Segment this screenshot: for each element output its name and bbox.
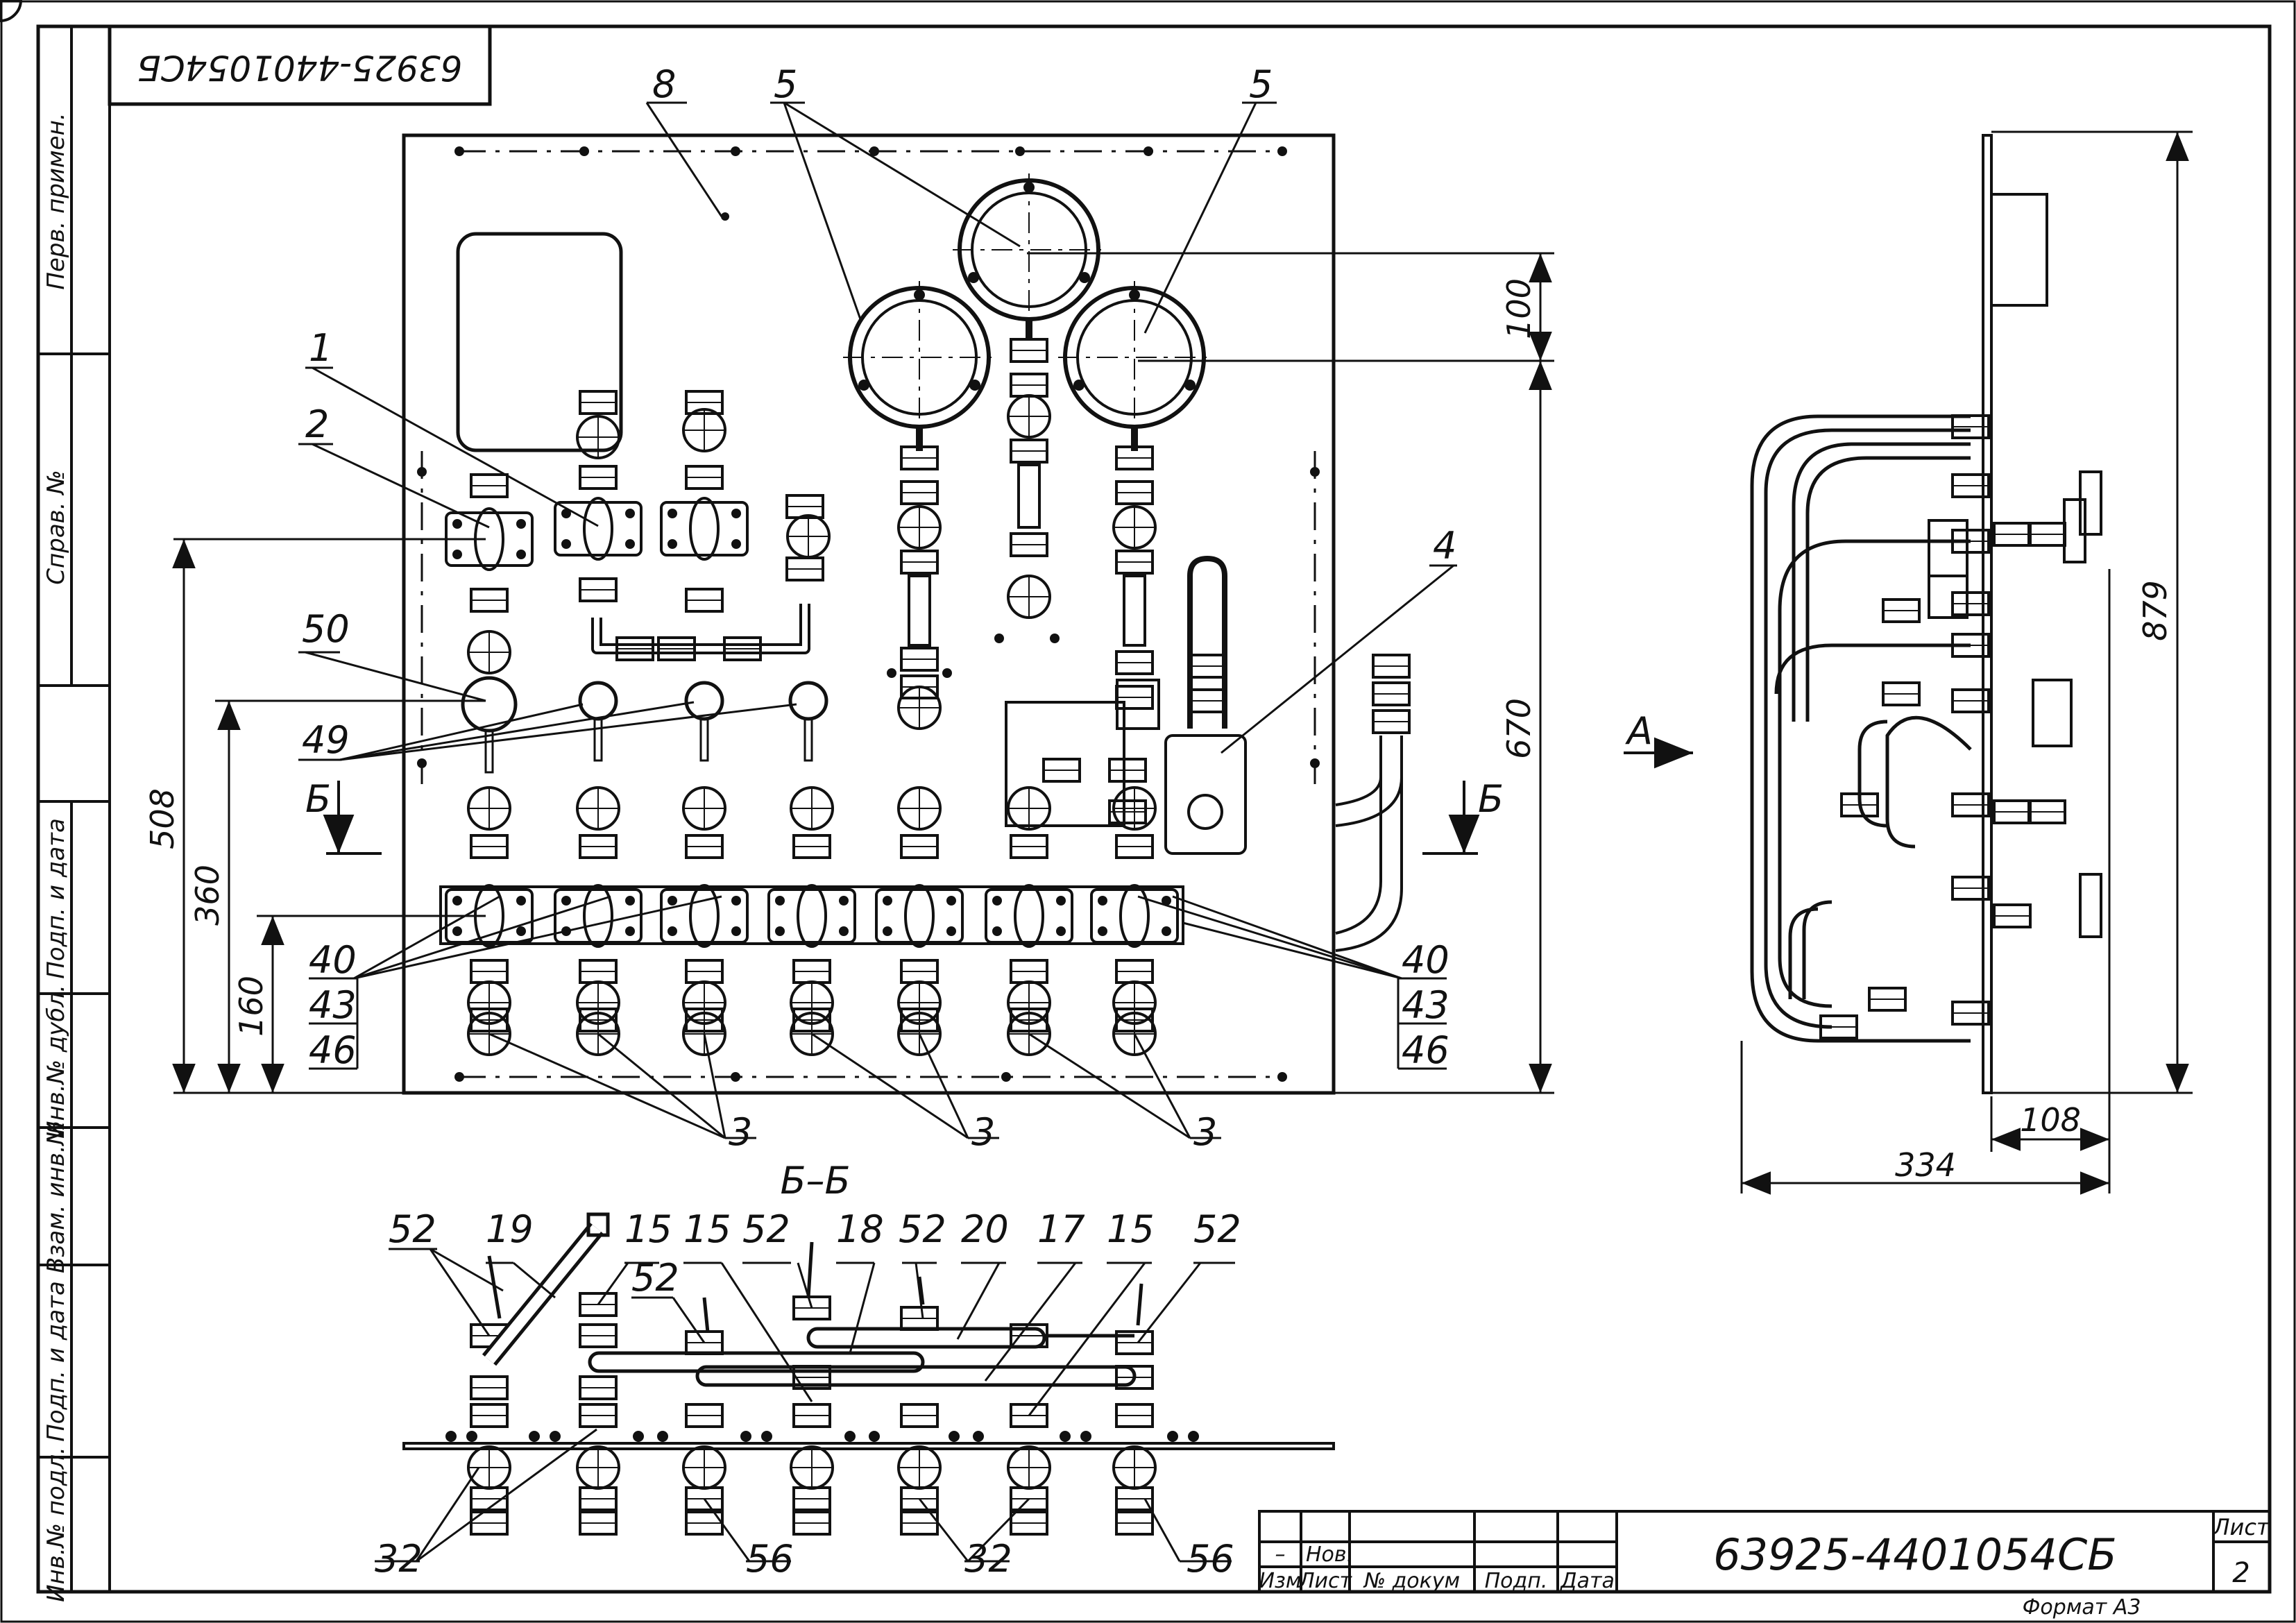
valve-block-4 bbox=[1005, 555, 1247, 855]
tb-col-podp: Подп. bbox=[1485, 1569, 1548, 1593]
stamp-label-inv-podl: Инв.№ подл. bbox=[42, 1447, 70, 1602]
revision-mark: – bbox=[1275, 1543, 1286, 1567]
sec-callout-20: 20 bbox=[961, 1207, 1009, 1251]
upper-valve-group bbox=[445, 390, 831, 674]
stamp-label-sprav: Справ. № bbox=[42, 470, 70, 584]
pressure-gauges bbox=[843, 173, 1211, 730]
sec-callout-15b: 15 bbox=[683, 1207, 731, 1251]
callout-3b: 3 bbox=[971, 1110, 995, 1154]
side-stamp-labels: Перв. примен. Справ. № Подп. и дата Инв.… bbox=[42, 112, 70, 1602]
callout-3a: 3 bbox=[729, 1110, 752, 1154]
lower-manifold-row bbox=[0, 0, 1184, 1056]
callout-49: 49 bbox=[302, 718, 350, 762]
sheet-label: Лист bbox=[2212, 1514, 2270, 1540]
side-stamp bbox=[37, 25, 111, 1593]
dim-670: 670 bbox=[1500, 698, 1538, 759]
callout-43-right: 43 bbox=[1402, 983, 1449, 1027]
rotated-designation-box: 63925-4401054СБ bbox=[108, 24, 492, 106]
tb-col-data: Дата bbox=[1559, 1569, 1615, 1593]
mounting-panel bbox=[402, 133, 1336, 1095]
stamp-label-perv-primen: Перв. примен. bbox=[42, 112, 70, 289]
sheet-number: 2 bbox=[2232, 1557, 2250, 1589]
callout-4: 4 bbox=[1433, 524, 1456, 568]
label-plate bbox=[456, 232, 623, 452]
revision-note: Нов. bbox=[1306, 1543, 1353, 1567]
stamp-label-podp-data-2: Подп. и дата bbox=[42, 1281, 70, 1442]
tb-col-list: Лист bbox=[1298, 1569, 1353, 1593]
callout-46-left: 46 bbox=[309, 1028, 357, 1072]
title-block bbox=[1258, 1510, 2271, 1593]
sec-callout-56b: 56 bbox=[1187, 1537, 1234, 1581]
sec-callout-32a: 32 bbox=[375, 1537, 423, 1581]
sec-callout-52a: 52 bbox=[389, 1207, 436, 1251]
callout-40-right: 40 bbox=[1402, 938, 1449, 982]
callout-46-right: 46 bbox=[1402, 1028, 1449, 1072]
sec-callout-52b: 52 bbox=[742, 1207, 790, 1251]
callout-5b: 5 bbox=[1249, 62, 1273, 106]
dim-160: 160 bbox=[232, 976, 270, 1037]
sec-callout-32b: 32 bbox=[964, 1537, 1012, 1581]
sec-callout-15c: 15 bbox=[1107, 1207, 1155, 1251]
sec-callout-17: 17 bbox=[1037, 1207, 1085, 1251]
sec-callout-15a: 15 bbox=[624, 1207, 672, 1251]
sec-callout-52e: 52 bbox=[631, 1256, 679, 1300]
callout-8: 8 bbox=[652, 62, 676, 106]
dim-360: 360 bbox=[189, 865, 226, 926]
view-mark-a: А bbox=[1625, 709, 1653, 753]
callout-43-left: 43 bbox=[309, 983, 357, 1027]
tb-col-izm: Изм bbox=[1259, 1569, 1301, 1593]
callout-1: 1 bbox=[309, 326, 332, 370]
format-note: Формат А3 bbox=[2023, 1595, 2141, 1620]
rotated-designation: 63925-4401054СБ bbox=[137, 48, 463, 88]
sec-callout-18: 18 bbox=[836, 1207, 884, 1251]
sec-callout-52d: 52 bbox=[1193, 1207, 1241, 1251]
dim-334: 334 bbox=[1895, 1146, 1956, 1184]
sec-callout-19: 19 bbox=[486, 1207, 534, 1251]
stamp-label-podp-data-1: Подп. и дата bbox=[42, 818, 70, 979]
section-mark-right: Б bbox=[1478, 777, 1504, 821]
small-gauge-row bbox=[461, 676, 828, 774]
callout-50: 50 bbox=[302, 607, 350, 651]
sec-callout-52c: 52 bbox=[899, 1207, 946, 1251]
dim-108: 108 bbox=[2020, 1101, 2081, 1139]
sec-callout-56a: 56 bbox=[746, 1537, 794, 1581]
callout-2: 2 bbox=[305, 402, 329, 446]
callout-40-left: 40 bbox=[309, 938, 357, 982]
dim-100: 100 bbox=[1500, 278, 1538, 339]
tb-col-dokum: № докум bbox=[1363, 1569, 1460, 1593]
drawing-designation: 63925-4401054СБ bbox=[1713, 1529, 2117, 1580]
section-title: Б–Б bbox=[780, 1159, 850, 1203]
dim-879: 879 bbox=[2136, 580, 2174, 641]
callout-3c: 3 bbox=[1193, 1110, 1217, 1154]
front-view: 8 5 5 1 2 50 49 4 40 43 46 40 43 46 3 3 … bbox=[0, 0, 1554, 1154]
stamp-label-vzam-inv: Взам. инв.№ bbox=[42, 1121, 70, 1273]
section-view: Б–Б 52 19 15 15 52 18 52 20 17 15 52 52 … bbox=[375, 1159, 1335, 1581]
callout-5a: 5 bbox=[774, 62, 797, 106]
side-pipe bbox=[1335, 654, 1411, 952]
section-mark-left: Б bbox=[305, 777, 331, 821]
side-view: 879 108 334 А bbox=[1624, 130, 2193, 1195]
stamp-label-inv-dubl: Инв.№ дубл. bbox=[42, 985, 70, 1139]
dim-508: 508 bbox=[144, 788, 181, 849]
